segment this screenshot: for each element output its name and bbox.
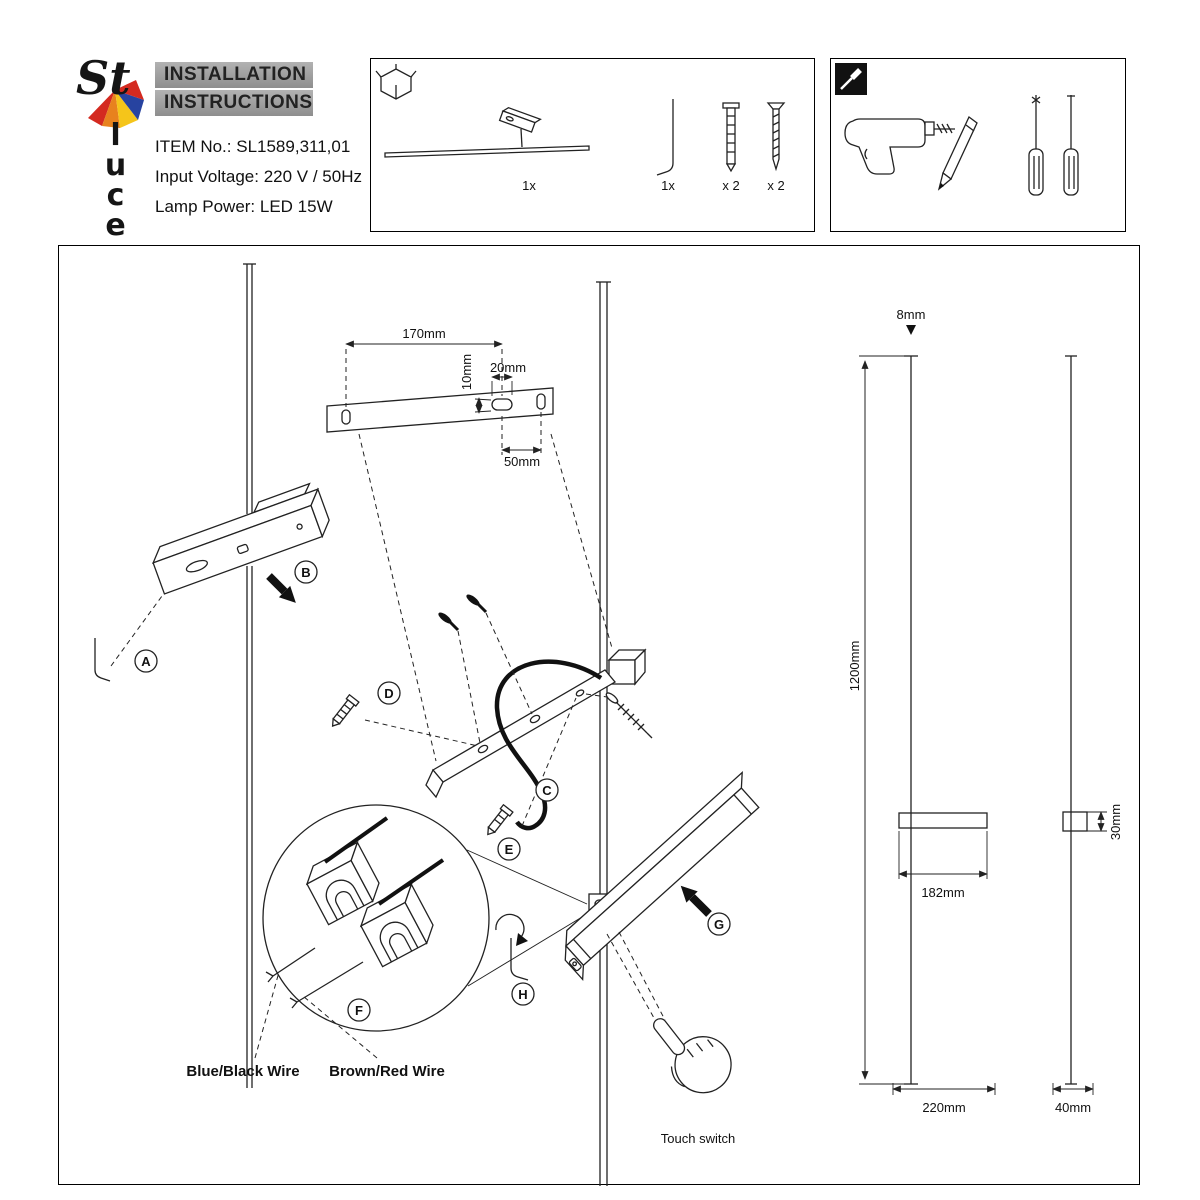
svg-text:E: E <box>505 842 514 857</box>
title-bars: INSTALLATION INSTRUCTIONS <box>155 62 313 118</box>
tools-box <box>830 58 1126 232</box>
hex-key-qty: 1x <box>661 178 675 193</box>
logo-mosaic <box>88 80 144 128</box>
wall-rail <box>596 281 611 1186</box>
installation-diagram: A B 170mm <box>58 245 1140 1186</box>
svg-text:F: F <box>355 1003 363 1018</box>
wire-label-right: Brown/Red Wire <box>329 1063 445 1080</box>
title-line-1: INSTALLATION <box>155 62 313 88</box>
step-label-e: E <box>497 837 521 861</box>
svg-text:G: G <box>714 917 724 932</box>
front-view-dimensions: 8mm 1200mm 182mm 220mm <box>847 307 996 1115</box>
dim-20: 20mm <box>490 360 526 375</box>
left-mount-bracket <box>151 482 330 595</box>
svg-text:H: H <box>518 987 527 1002</box>
package-contents-box: 1x 1x x 2 <box>370 58 815 232</box>
screw-item <box>766 102 786 172</box>
left-lamp-rod <box>243 263 256 1088</box>
wire-connection-detail <box>262 804 588 1032</box>
flat-screwdriver-tool <box>1063 95 1079 196</box>
dim-40mm: 40mm <box>1055 1100 1091 1115</box>
dim-30mm: 30mm <box>1108 804 1123 840</box>
lamp-body <box>564 771 760 982</box>
screw-qty: x 2 <box>767 178 784 193</box>
pencil-tool <box>937 115 978 191</box>
step-label-h: H <box>511 982 535 1006</box>
package-icon <box>375 64 417 100</box>
hex-key-a <box>94 595 163 682</box>
mount-bracket-c <box>425 648 647 799</box>
anchor-qty: x 2 <box>722 178 739 193</box>
svg-text:C: C <box>542 783 552 798</box>
dim-8mm: 8mm <box>897 307 926 322</box>
bracket-screws <box>438 594 533 744</box>
wire-label-left: Blue/Black Wire <box>186 1063 299 1080</box>
step-label-f: F <box>347 998 371 1022</box>
product-info: ITEM No.: SL1589,311,01 Input Voltage: 2… <box>155 132 362 222</box>
hex-key-item <box>656 99 674 176</box>
item-number: ITEM No.: SL1589,311,01 <box>155 137 351 156</box>
dim-182mm: 182mm <box>921 885 964 900</box>
dim-10: 10mm <box>459 354 474 390</box>
svg-text:B: B <box>301 565 310 580</box>
wall-anchor-e <box>487 803 514 836</box>
drill-tool <box>844 118 955 175</box>
dim-1200mm: 1200mm <box>847 641 862 692</box>
input-voltage: Input Voltage: 220 V / 50Hz <box>155 167 362 186</box>
step-label-c: C <box>535 778 559 802</box>
lamp-qty: 1x <box>522 178 536 193</box>
logo-luce-text: luce <box>98 118 133 238</box>
touch-switch-label: Touch switch <box>661 1131 735 1146</box>
side-view-dimensions: 30mm 40mm <box>1052 355 1123 1115</box>
power-cable <box>494 659 603 831</box>
bracket-dimension-drawing: 170mm 10mm 20mm 50mm <box>326 326 613 762</box>
title-line-2: INSTRUCTIONS <box>155 90 313 116</box>
phillips-screwdriver-tool <box>1028 95 1044 196</box>
hex-key-h <box>495 913 529 981</box>
logo-st-text: St <box>76 51 130 105</box>
lamp-power: Lamp Power: LED 15W <box>155 197 333 216</box>
screwdriver-badge-icon <box>835 63 867 95</box>
mounting-screw <box>585 692 653 739</box>
wall-anchor-item <box>722 102 740 173</box>
step-label-g: G <box>707 912 731 936</box>
svg-text:D: D <box>384 686 393 701</box>
step-label-d: D <box>377 681 401 705</box>
step-label-a: A <box>134 649 158 673</box>
dim-170: 170mm <box>402 326 445 341</box>
dim-220mm: 220mm <box>922 1100 965 1115</box>
step-label-b: B <box>294 560 318 584</box>
pointing-hand <box>653 1018 732 1094</box>
lamp-item <box>384 106 590 158</box>
arrow-g <box>680 885 712 917</box>
dim-50: 50mm <box>504 454 540 469</box>
brand-logo: St luce <box>72 50 162 238</box>
wall-anchor-d <box>331 693 360 727</box>
svg-text:A: A <box>141 654 151 669</box>
